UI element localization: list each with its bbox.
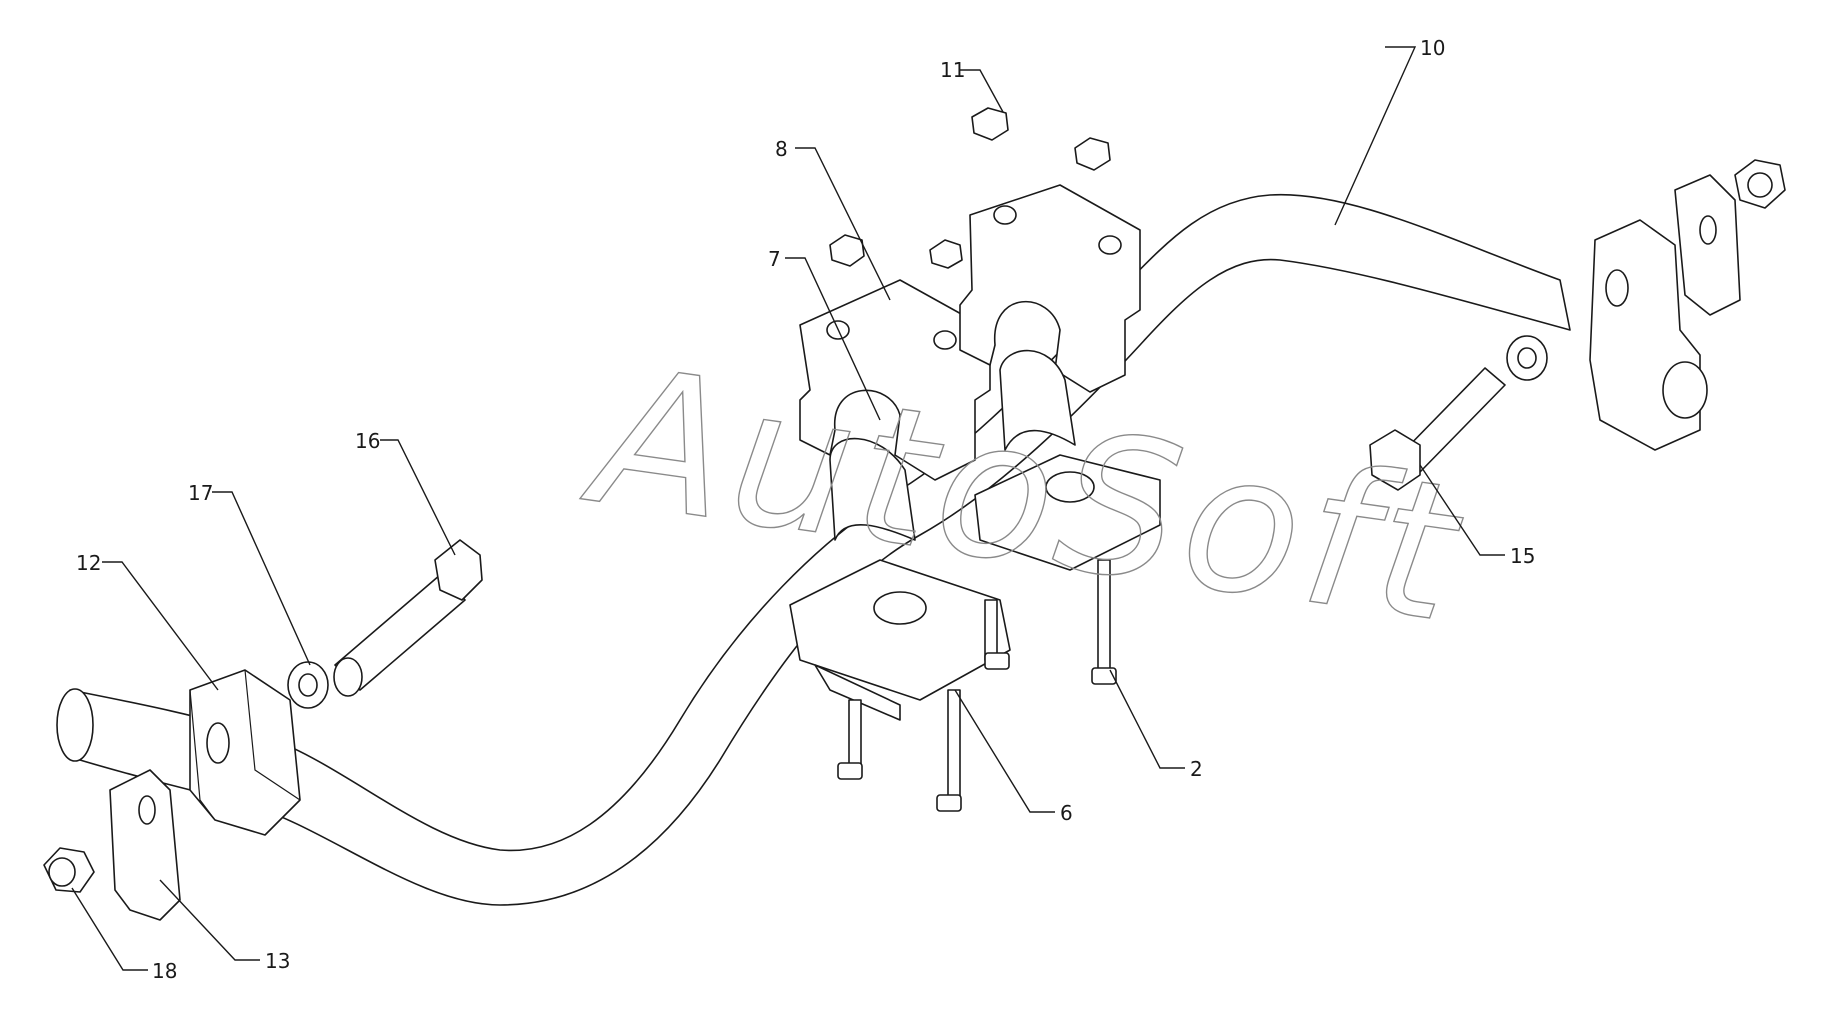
leader-lines [71,46,1505,971]
right-nut [1734,159,1786,209]
right-bolt [1369,367,1506,491]
left-nut [43,847,95,893]
callout-12: 12 [76,551,101,575]
callout-16: 16 [355,429,380,453]
right-mount-bracket [974,454,1161,571]
right-end-bracket [1589,219,1708,451]
left-end-bracket [189,669,301,836]
left-clamp [799,279,991,481]
callout-13: 13 [265,949,290,973]
right-bushing [999,349,1076,451]
stabilizer-bar [56,193,1571,906]
callout-7: 7 [768,247,781,271]
right-clamp [959,184,1141,393]
right-end-plate [1674,174,1741,316]
bolts-group [837,559,1117,812]
callout-10: 10 [1420,36,1445,60]
callout-2: 2 [1190,757,1203,781]
callout-8: 8 [775,137,788,161]
left-bushing [829,437,916,541]
left-end-plate [109,769,181,921]
callout-11: 11 [940,58,965,82]
right-washer [1506,335,1548,381]
callout-17: 17 [188,481,213,505]
callout-18: 18 [152,959,177,983]
left-bolt [333,539,483,697]
callouts: 11 10 8 7 16 17 12 13 18 15 2 6 [76,36,1535,983]
nuts-group [829,107,1111,269]
callout-15: 15 [1510,544,1535,568]
callout-6: 6 [1060,801,1073,825]
left-mount-bracket [789,559,1011,721]
left-washer [287,661,329,709]
